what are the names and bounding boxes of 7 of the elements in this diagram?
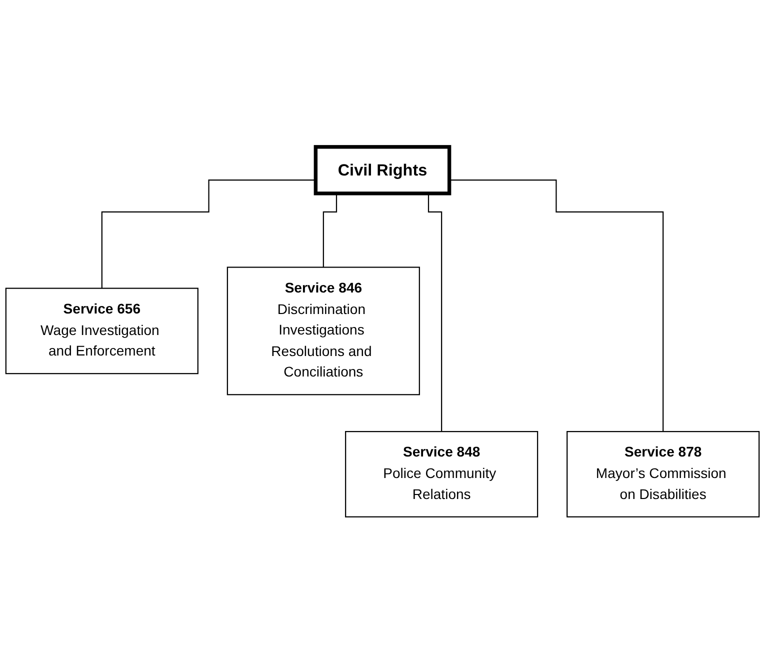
node-box: Service 878 Mayor’s Commission on Disabilities <box>566 430 760 518</box>
node-box: Service 656 Wage Investigation and Enforcement <box>5 287 198 374</box>
connector <box>449 179 664 432</box>
node-box: Civil Rights <box>314 144 452 195</box>
node-box: Service 848 Police Community Relations <box>345 430 538 518</box>
node-box: Service 846 Discrimination Investigations Resolutions and Conciliations <box>226 266 420 395</box>
connector <box>101 179 316 288</box>
